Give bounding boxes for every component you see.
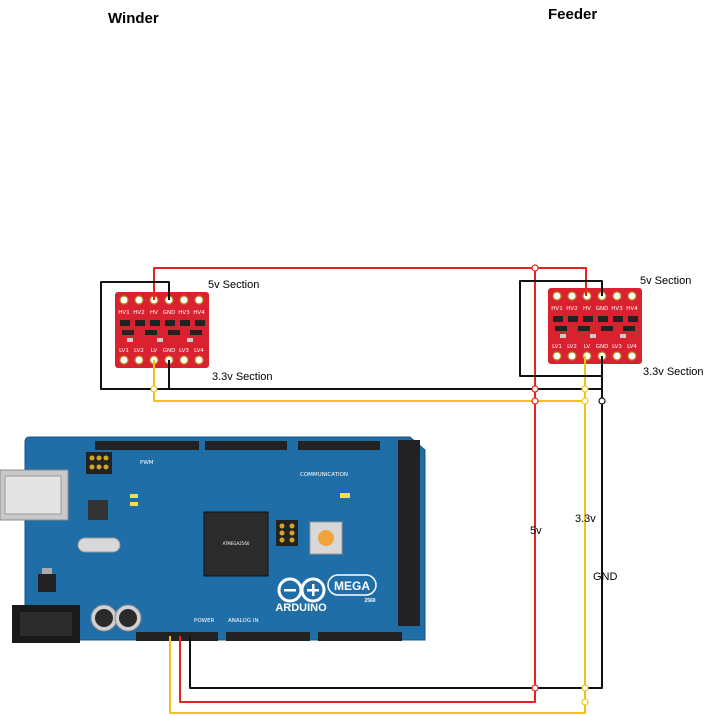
- feeder-title: Feeder: [548, 6, 597, 23]
- svg-text:LV4: LV4: [627, 344, 637, 350]
- svg-text:HV1: HV1: [551, 306, 562, 312]
- winder-33v-section-label: 3.3v Section: [212, 371, 273, 383]
- wire-5v-arduino: [179, 268, 536, 703]
- svg-text:GND: GND: [163, 348, 176, 354]
- communication-label: COMMUNICATION: [300, 472, 348, 478]
- chip-label: ATMEGA2560: [223, 541, 250, 546]
- svg-text:HV1: HV1: [118, 310, 129, 316]
- svg-text:LV4: LV4: [194, 348, 204, 354]
- wire-3v3-arduino: [169, 401, 586, 714]
- usb-chip: [88, 500, 108, 520]
- svg-text:HV3: HV3: [178, 310, 190, 316]
- mega-model-sub: 2560: [364, 598, 375, 604]
- feeder-components: [553, 316, 638, 338]
- power-label: POWER: [194, 618, 215, 624]
- wire-junctions: [150, 264, 606, 706]
- pwm-header: [95, 441, 199, 450]
- analog-header-right: [318, 632, 402, 641]
- svg-text:GND: GND: [596, 306, 609, 312]
- svg-text:LV2: LV2: [134, 348, 144, 354]
- wire-label-gnd: GND: [593, 571, 618, 583]
- svg-text:HV: HV: [150, 310, 158, 316]
- wire-3v3: [153, 356, 586, 402]
- icsp-header-top: [86, 452, 112, 474]
- winder-title: Winder: [108, 10, 159, 27]
- svg-text:LV2: LV2: [567, 344, 577, 350]
- feeder-5v-section-label: 5v Section: [640, 275, 691, 287]
- crystal: [77, 537, 121, 553]
- wire-label-5v: 5v: [530, 525, 542, 537]
- pwm-label: PWM: [140, 460, 154, 466]
- power-header: [136, 632, 218, 641]
- voltage-regulator: [38, 574, 56, 592]
- digital-label: DIGITAL: [428, 578, 434, 600]
- svg-text:HV2: HV2: [566, 306, 577, 312]
- svg-text:LV: LV: [584, 344, 590, 350]
- wire-gnd-winder: [100, 281, 170, 390]
- winder-level-converter: HV1 HV2 HV GND HV3 HV4 LV1 LV2 LV G: [115, 292, 209, 368]
- feeder-33v-section-label: 3.3v Section: [643, 366, 704, 378]
- svg-text:HV: HV: [583, 306, 591, 312]
- winder-bottom-pin-labels: LV1 LV2 LV GND LV3 LV4: [119, 348, 204, 354]
- mega-model: MEGA: [334, 579, 370, 593]
- svg-text:HV4: HV4: [626, 306, 638, 312]
- mega-badge: [327, 574, 377, 596]
- atmega2560-chip: [203, 511, 269, 577]
- svg-text:GND: GND: [596, 344, 609, 350]
- digital-header-mid: [205, 441, 287, 450]
- svg-text:HV3: HV3: [611, 306, 623, 312]
- wire-gnd-arduino: [189, 376, 603, 689]
- wire-label-3v3: 3.3v: [575, 513, 596, 525]
- arduino-brand: ARDUINO: [275, 602, 327, 614]
- winder-5v-section-label: 5v Section: [208, 279, 259, 291]
- rx-led: [130, 502, 138, 506]
- feeder-converter-pcb: [548, 288, 642, 364]
- svg-text:LV3: LV3: [612, 344, 622, 350]
- power-led: [340, 493, 350, 498]
- winder-top-pin-labels: HV1 HV2 HV GND HV3 HV4: [118, 310, 205, 316]
- svg-text:LV3: LV3: [179, 348, 189, 354]
- svg-text:LV: LV: [151, 348, 157, 354]
- analog-in-label: ANALOG IN: [228, 618, 259, 624]
- svg-text:HV4: HV4: [193, 310, 205, 316]
- feeder-top-pin-labels: HV1 HV2 HV GND HV3 HV4: [551, 306, 638, 312]
- feeder-level-converter: HV1 HV2 HV GND HV3 HV4 LV1 LV2 LV G: [548, 288, 642, 364]
- feeder-bottom-pin-labels: LV1 LV2 LV GND LV3 LV4: [552, 344, 637, 350]
- winder-components: [120, 320, 205, 342]
- winder-converter-pcb: [115, 292, 209, 368]
- svg-text:LV1: LV1: [119, 348, 129, 354]
- svg-text:GND: GND: [163, 310, 176, 316]
- arduino-mega-board: ATMEGA2560 ARDUINO MEGA 2560 PWM COMMUNI…: [0, 436, 434, 643]
- tx-led: [130, 494, 138, 498]
- winder-bottom-pins: [119, 355, 204, 365]
- svg-text:HV2: HV2: [133, 310, 144, 316]
- digital-header-right: [398, 440, 420, 626]
- arduino-logo: [277, 577, 326, 603]
- analog-header-left: [226, 632, 310, 641]
- icsp-header-center: [276, 520, 298, 546]
- wire-gnd-feeder-loop: [519, 280, 603, 377]
- communication-header: [298, 441, 380, 450]
- svg-text:LV1: LV1: [552, 344, 562, 350]
